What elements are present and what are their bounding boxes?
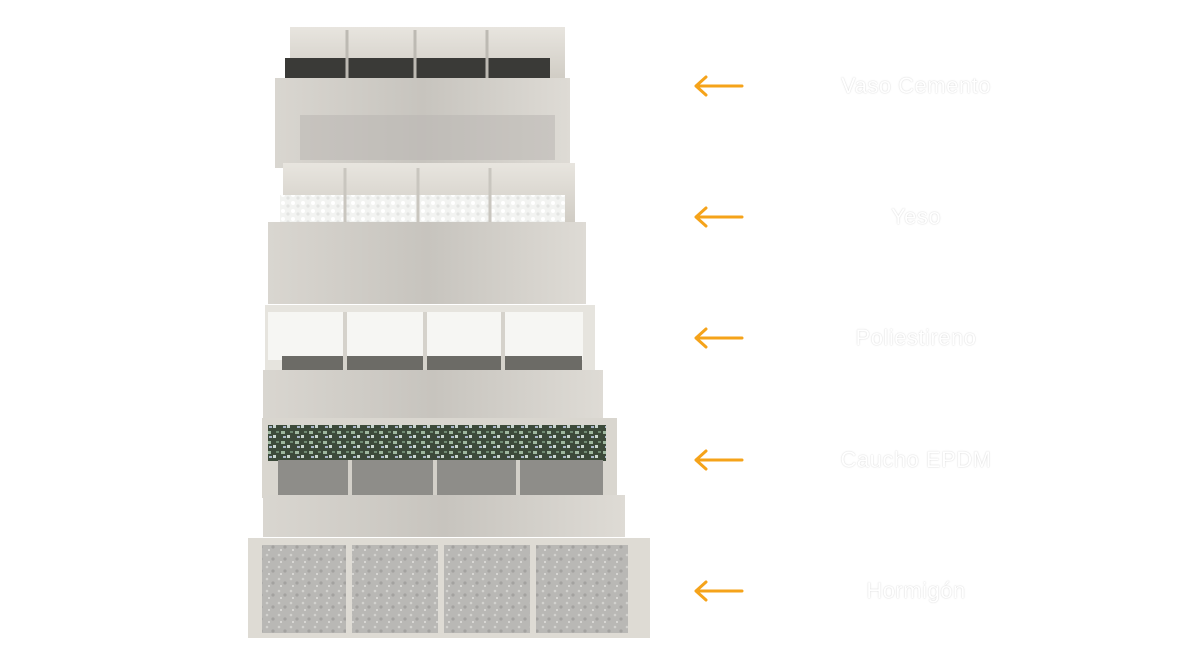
label-row-5: Hormigón: [692, 571, 1112, 611]
arrow-shape: [694, 327, 744, 349]
sample-module-1: [275, 27, 570, 168]
material-label-4: Caucho EPDM: [840, 447, 992, 472]
sample-module-2: [268, 163, 586, 304]
label-row-3: Poliestireno: [692, 318, 1112, 358]
sample-module-4: [262, 418, 625, 537]
material-label-5: Hormigón: [866, 578, 966, 603]
material-label-2: Yeso: [890, 204, 942, 229]
arrow-left-icon: [694, 75, 744, 97]
sample-module-3: [263, 305, 603, 420]
arrow-shape: [694, 206, 744, 228]
label-row-2: Yeso: [692, 197, 1112, 237]
arrow-shape: [694, 75, 744, 97]
label-row-4: Caucho EPDM: [692, 440, 1112, 480]
arrow-left-icon: [694, 327, 744, 349]
arrow-left-icon: [694, 206, 744, 228]
material-label-3: Poliestireno: [855, 325, 977, 350]
material-label-1: Vaso Cemento: [841, 73, 991, 98]
arrow-left-icon: [694, 449, 744, 471]
sample-module-5: [248, 538, 650, 638]
arrow-shape: [694, 449, 744, 471]
arrow-left-icon: [694, 580, 744, 602]
arrow-shape: [694, 580, 744, 602]
label-row-1: Vaso Cemento: [692, 66, 1112, 106]
